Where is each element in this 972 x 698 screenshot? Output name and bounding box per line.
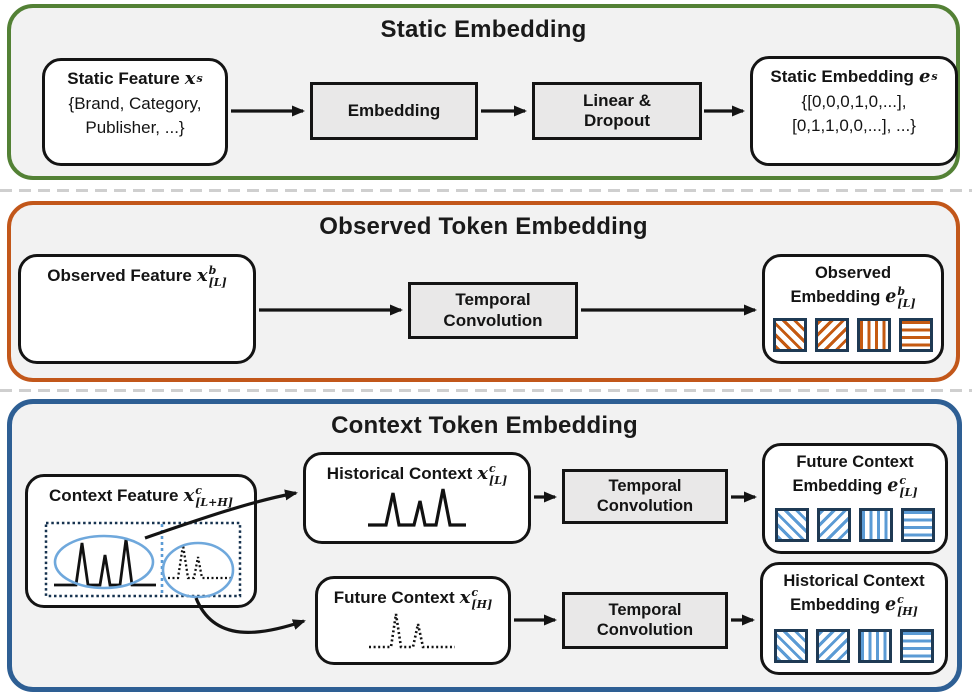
embedding-op-label: Embedding (347, 100, 441, 120)
future-spikes-dotted-line (168, 544, 232, 580)
static-output-line2: [0,1,1,0,0,...], ...} (792, 115, 916, 135)
historical-output-label: Embedding (790, 595, 880, 614)
token-vertical-icon (859, 508, 893, 542)
future-token-row (765, 508, 945, 542)
context-series-icon (44, 521, 242, 599)
token-vertical-icon (857, 318, 891, 352)
historical-token-row (763, 629, 945, 663)
context-conv-top-line1: Temporal (608, 476, 682, 495)
future-context-label: Future Context (333, 588, 455, 608)
context-conv-bottom-line2: Convolution (596, 620, 694, 639)
linear-dropout-line1: Linear & (582, 90, 652, 110)
static-output-label: Static Embedding (770, 67, 914, 86)
token-horizontal-icon (899, 318, 933, 352)
historical-spikes-icon (368, 488, 466, 527)
static-feature-values: {Brand, Category, Publisher, ...} (69, 92, 202, 140)
static-panel-title: Static Embedding (380, 16, 587, 43)
token-diagonal-back-icon (773, 318, 807, 352)
token-diagonal-forward-icon (816, 629, 850, 663)
future-spikes-path (369, 613, 455, 649)
future-output-label: Embedding (792, 476, 883, 495)
embedding-op-box: Embedding (310, 82, 478, 140)
context-conv-top-box: Temporal Convolution (562, 469, 728, 524)
observed-token-row (765, 318, 941, 352)
token-diagonal-back-icon (775, 508, 809, 542)
static-feature-line1: {Brand, Category, (68, 94, 202, 113)
context-feature-label: Context Feature (49, 486, 179, 506)
context-panel-title: Context Token Embedding (331, 412, 638, 439)
token-horizontal-icon (900, 629, 934, 663)
historical-context-label: Historical Context (326, 464, 473, 484)
token-diagonal-back-icon (774, 629, 808, 663)
static-output-values: {[0,0,0,1,0,...], [0,1,1,0,0,...], ...} (792, 90, 916, 138)
observed-feature-label: Observed Feature (47, 266, 192, 286)
historical-spikes-line (54, 538, 156, 587)
linear-dropout-line2: Dropout (583, 111, 651, 130)
future-window-ellipse (161, 541, 235, 599)
observed-conv-line1: Temporal (455, 290, 531, 310)
historical-output-line1: Historical Context (783, 572, 925, 590)
token-diagonal-forward-icon (817, 508, 851, 542)
observed-output-label: Embedding (790, 287, 881, 306)
observed-panel-title: Observed Token Embedding (319, 213, 648, 240)
observed-conv-line2: Convolution (443, 310, 543, 330)
panel-separator (0, 189, 972, 192)
context-conv-bottom-line1: Temporal (608, 600, 682, 619)
token-vertical-icon (858, 629, 892, 663)
historical-spikes-path (368, 488, 466, 527)
observed-conv-box: Temporal Convolution (408, 282, 578, 339)
token-diagonal-forward-icon (815, 318, 849, 352)
token-horizontal-icon (901, 508, 935, 542)
static-feature-line2: Publisher, ...} (85, 117, 185, 137)
context-dotted-frame (44, 521, 242, 598)
historical-window-ellipse (53, 534, 155, 590)
observed-output-line1: Observed (814, 264, 892, 282)
static-feature-label: Static Feature (67, 69, 180, 88)
context-conv-top-line2: Convolution (596, 496, 694, 515)
panel-separator (0, 389, 972, 392)
static-output-line1: {[0,0,0,1,0,...], (801, 92, 907, 111)
future-output-line1: Future Context (796, 453, 914, 471)
context-conv-bottom-box: Temporal Convolution (562, 592, 728, 649)
future-spikes-icon (369, 613, 455, 649)
linear-dropout-op-box: Linear & Dropout (532, 82, 702, 140)
